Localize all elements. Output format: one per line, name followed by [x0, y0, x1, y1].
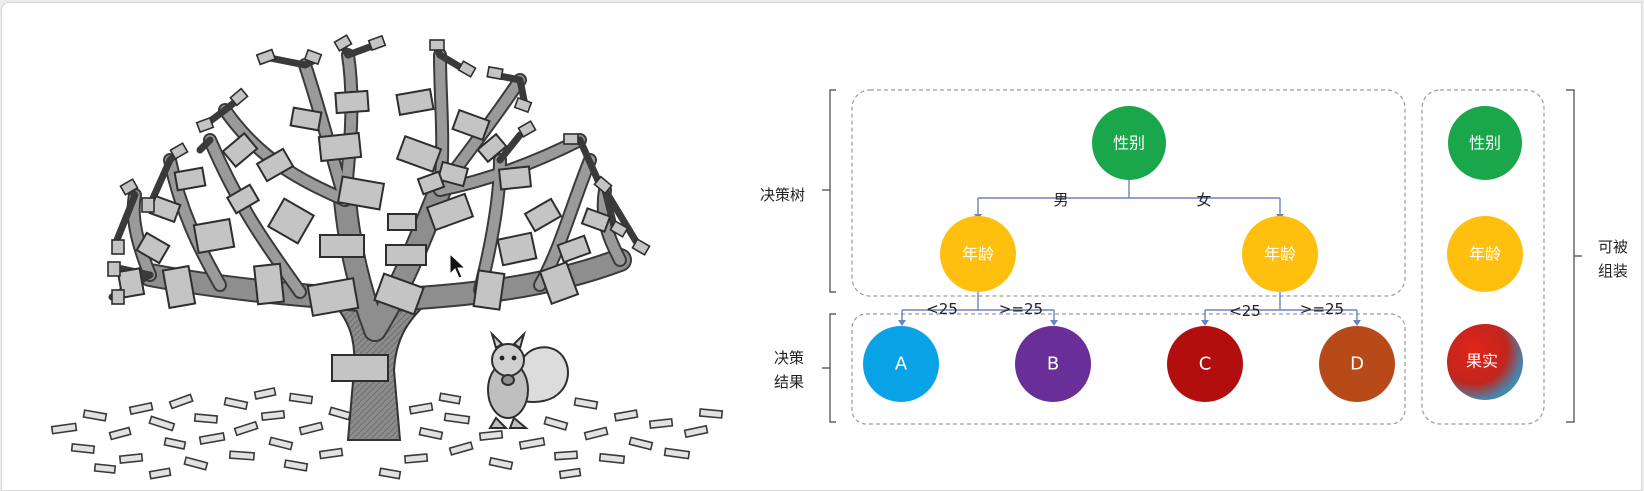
node-age-right: 年龄: [1242, 216, 1318, 292]
edge-label-lt25-left: <25: [926, 300, 958, 318]
tree-illustration: [52, 35, 723, 479]
svg-text:D: D: [1350, 354, 1364, 375]
legend-fruit: 果实: [1447, 324, 1523, 400]
label-assemble-line1: 可被: [1598, 238, 1628, 256]
label-decision-result-line1: 决策: [774, 349, 804, 367]
cursor-icon: [450, 254, 465, 278]
node-age-left: 年龄: [940, 216, 1016, 292]
leaf-b: B: [1015, 326, 1091, 402]
svg-text:性别: 性别: [1113, 134, 1145, 153]
edge-label-ge25-left: >=25: [999, 300, 1043, 318]
svg-text:A: A: [895, 354, 908, 375]
left-brackets: [822, 90, 836, 422]
svg-text:性别: 性别: [1469, 134, 1501, 153]
svg-text:B: B: [1047, 354, 1059, 375]
legend-age: 年龄: [1447, 216, 1523, 292]
svg-text:果实: 果实: [1466, 352, 1498, 371]
svg-text:年龄: 年龄: [1469, 245, 1501, 264]
right-bracket: [1566, 90, 1582, 422]
svg-text:年龄: 年龄: [962, 245, 994, 264]
leaf-a: A: [863, 326, 939, 402]
label-assemble-line2: 组装: [1598, 262, 1628, 280]
leaf-d: D: [1319, 326, 1395, 402]
edge-label-ge25-right: >=25: [1300, 300, 1344, 318]
node-root-gender: 性别: [1092, 106, 1166, 180]
edge-label-male: 男: [1053, 191, 1068, 209]
leaf-c: C: [1167, 326, 1243, 402]
edge-label-lt25-right: <25: [1229, 302, 1261, 320]
squirrel-icon: [488, 334, 568, 428]
svg-text:年龄: 年龄: [1264, 245, 1296, 264]
legend-gender: 性别: [1448, 106, 1522, 180]
svg-text:C: C: [1199, 354, 1212, 375]
edge-label-female: 女: [1196, 191, 1211, 209]
label-decision-result-line2: 结果: [774, 373, 804, 391]
label-decision-tree: 决策树: [760, 186, 805, 204]
